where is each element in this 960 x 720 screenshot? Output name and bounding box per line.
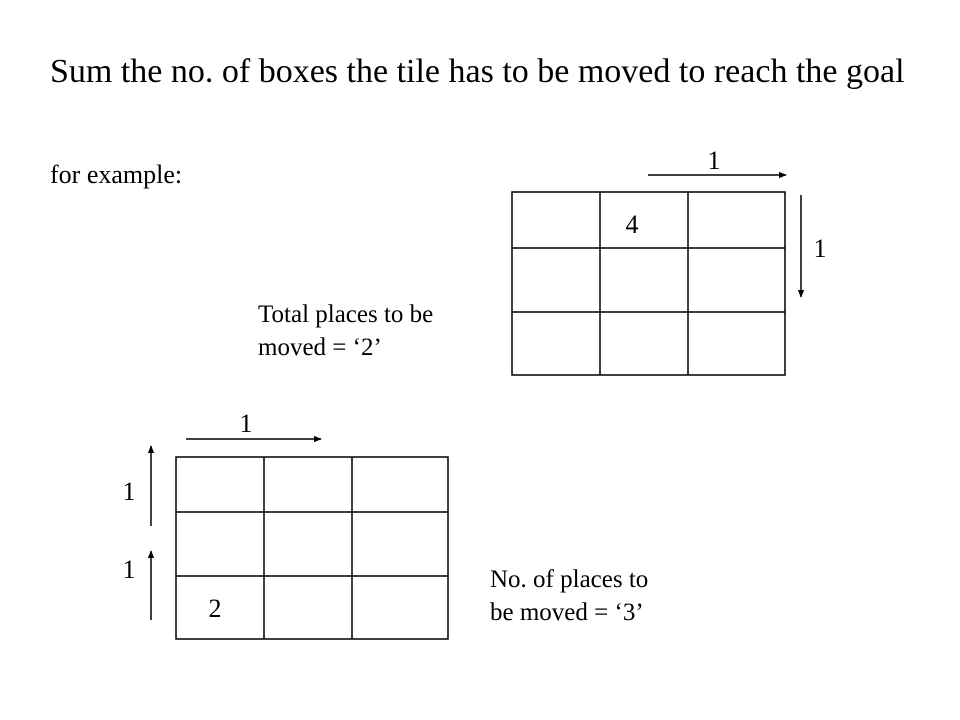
move-right-count-1: 1 [707,146,721,175]
move-down-count-1: 1 [813,234,827,263]
grid-2-outline [175,456,449,640]
example-2-caption-line-1: No. of places to [490,566,649,593]
tile-4-label: 4 [625,210,639,239]
example-1-caption-line-1: Total places to be [258,301,434,328]
move-right-count-2: 1 [239,409,253,438]
move-up-count-2-top: 1 [122,477,136,506]
example-2-caption-line-2: be moved = ‘3’ [490,599,644,626]
slide-title: Sum the no. of boxes the tile has to be … [50,53,905,90]
example-intro: for example: [50,160,183,189]
example-2-caption: No. of places to be moved = ‘3’ [490,563,648,629]
example-1-caption-line-2: moved = ‘2’ [258,334,382,361]
move-up-count-2-bottom: 1 [122,555,136,584]
grid-example-1 [511,191,786,376]
grid-1-outline [511,191,786,376]
example-1-caption: Total places to be moved = ‘2’ [258,298,433,364]
grid-example-2 [175,456,449,640]
tile-2-label: 2 [208,594,222,623]
